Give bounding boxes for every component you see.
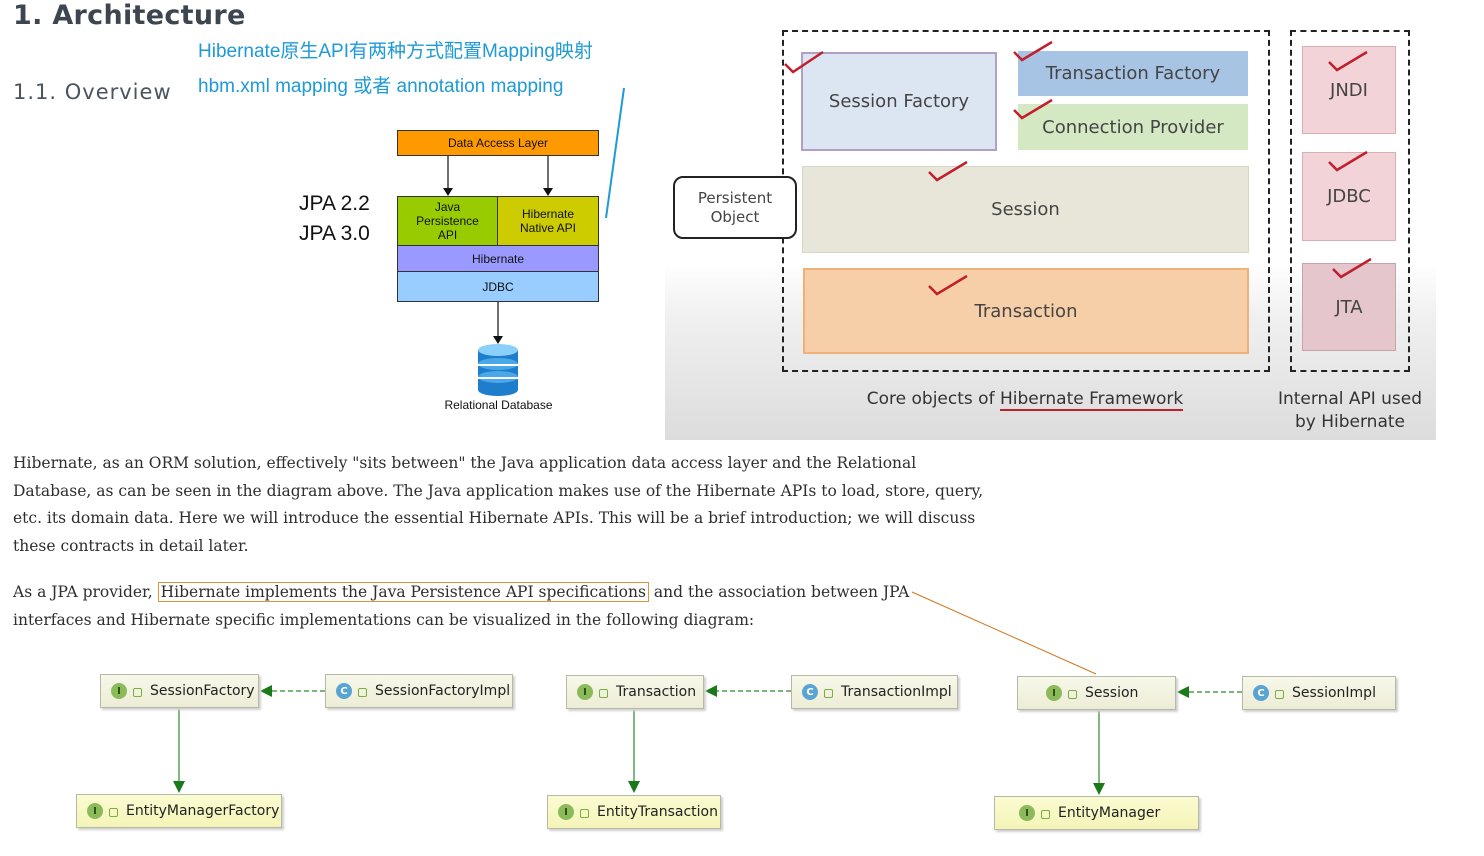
interface-icon: I <box>577 684 593 700</box>
lock-icon <box>599 688 608 698</box>
lock-icon <box>358 687 367 697</box>
check-icon <box>1328 150 1368 172</box>
jdbc-api-box: JDBC <box>1302 152 1396 241</box>
internal-caption: Internal API used by Hibernate <box>1277 389 1423 432</box>
class-icon: C <box>336 683 352 699</box>
lock-icon <box>1275 689 1284 699</box>
annotation-pointer <box>605 87 625 219</box>
uml-connectors <box>173 591 1242 795</box>
paragraph-intro: Hibernate, as an ORM solution, effective… <box>13 454 984 555</box>
core-objects-panel: Persistent Object Session Factory Transa… <box>665 0 1436 440</box>
native-api-box: Hibernate Native API <box>497 196 599 246</box>
lock-icon <box>824 688 833 698</box>
highlighted-phrase: Hibernate implements the Java Persistenc… <box>157 582 649 602</box>
check-icon <box>928 274 968 296</box>
interface-icon: I <box>87 803 103 819</box>
transaction-factory-box: Transaction Factory <box>1018 51 1248 96</box>
transaction-box: Transaction <box>803 268 1249 354</box>
page-title: 1. Architecture <box>13 0 246 31</box>
jndi-box: JNDI <box>1302 46 1396 134</box>
database-icon <box>478 302 518 396</box>
class-icon: C <box>1253 685 1269 701</box>
data-access-layer-box: Data Access Layer <box>397 130 599 156</box>
check-icon <box>928 160 968 182</box>
interface-icon: I <box>1046 685 1062 701</box>
jpa-version-1: JPA 2.2 <box>299 192 370 215</box>
jdbc-box: JDBC <box>397 271 599 302</box>
class-icon: C <box>802 684 818 700</box>
internal-dashed-frame <box>1290 30 1410 372</box>
lock-icon <box>1068 689 1077 699</box>
check-icon <box>1013 98 1053 120</box>
check-icon <box>1328 50 1368 72</box>
check-icon <box>784 50 824 74</box>
section-subtitle: 1.1. Overview <box>13 80 172 104</box>
interface-icon: I <box>111 683 127 699</box>
connection-provider-box: Connection Provider <box>1018 104 1248 150</box>
hibernate-box: Hibernate <box>397 245 599 272</box>
paragraph-jpa: As a JPA provider, Hibernate implements … <box>13 582 910 629</box>
check-icon <box>1013 40 1053 62</box>
check-icon <box>1332 257 1372 279</box>
stack-arrows <box>443 156 553 196</box>
lock-icon <box>133 687 142 697</box>
lock-icon <box>1041 809 1050 819</box>
jta-box: JTA <box>1302 263 1396 351</box>
session-factory-box: Session Factory <box>801 52 997 151</box>
jpa-api-box: Java Persistence API <box>397 196 498 246</box>
lock-icon <box>109 807 118 817</box>
session-box: Session <box>802 166 1249 253</box>
interface-icon: I <box>558 804 574 820</box>
persistent-object-box: Persistent Object <box>673 176 797 239</box>
core-caption: Core objects of Hibernate Framework <box>866 389 1184 411</box>
annotation-note-2: hbm.xml mapping 或者 annotation mapping <box>198 76 564 97</box>
jpa-version-2: JPA 3.0 <box>299 222 370 245</box>
annotation-note-1: Hibernate原生API有两种方式配置Mapping映射 <box>198 41 593 62</box>
interface-icon: I <box>1019 805 1035 821</box>
database-label: Relational Database <box>444 398 553 412</box>
lock-icon <box>580 808 589 818</box>
